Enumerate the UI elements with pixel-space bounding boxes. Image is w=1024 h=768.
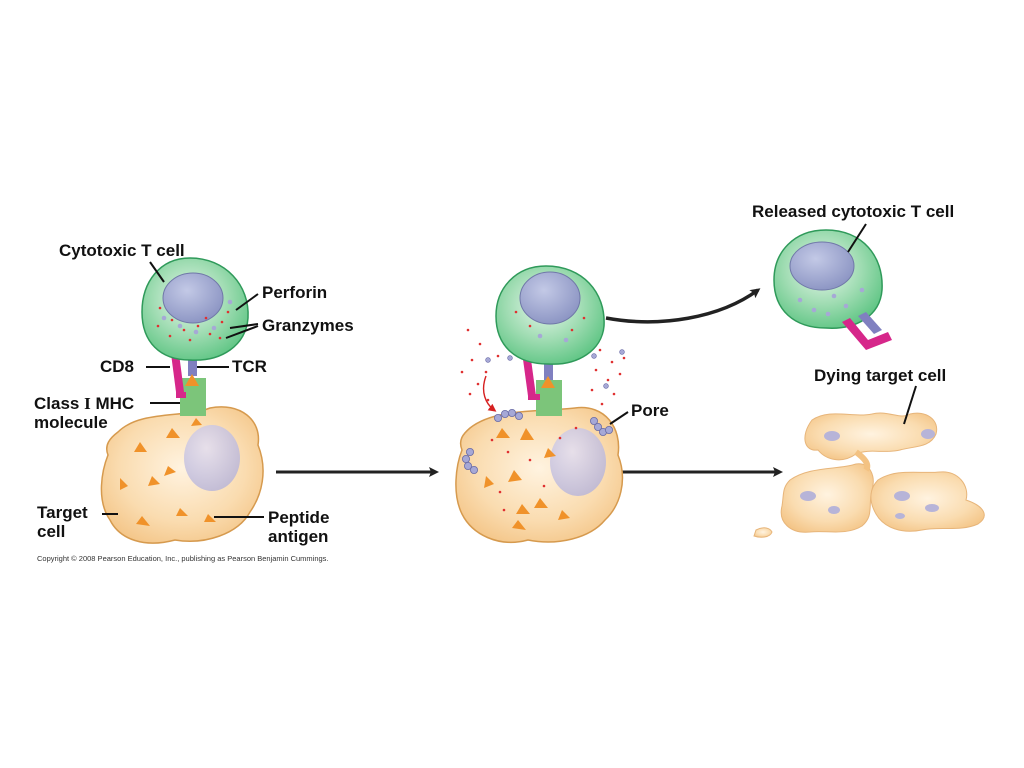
tcr-2 xyxy=(544,350,553,380)
peptide-antigens-1 xyxy=(120,418,216,526)
target-nucleus-2 xyxy=(550,428,606,496)
label-class-suffix: MHC xyxy=(95,394,135,413)
pointer-lines-1 xyxy=(102,261,264,518)
label-released-cytotoxic-t-cell: Released cytotoxic T cell xyxy=(752,202,955,221)
label-cd8: CD8 xyxy=(100,357,135,376)
released-cd8 xyxy=(842,318,892,350)
pore-right xyxy=(590,416,614,436)
label-cytotoxic-t-cell: Cytotoxic T cell xyxy=(59,241,185,260)
tcr-1 xyxy=(188,346,197,376)
antigen-on-mhc-1 xyxy=(185,374,199,386)
pore-left xyxy=(461,447,478,474)
label-tcr: TCR xyxy=(232,357,267,376)
target-cell-1 xyxy=(100,406,264,544)
t-nucleus-2 xyxy=(519,271,581,325)
pore-top-left xyxy=(493,408,524,422)
released-tcr xyxy=(858,312,882,334)
panel-2-pore-formation xyxy=(455,265,626,544)
dying-cell-nuclei xyxy=(800,429,939,519)
granzyme-entry-arrow xyxy=(482,375,497,412)
granzymes-1 xyxy=(156,306,230,342)
label-cell: cell xyxy=(37,522,66,541)
arrow-release xyxy=(605,288,761,324)
t-nucleus-1 xyxy=(162,272,224,324)
label-perforin: Perforin xyxy=(262,283,328,302)
label-granzymes: Granzymes xyxy=(262,316,354,335)
granzymes-in-target-2 xyxy=(490,426,578,512)
dying-cell-fragment-left xyxy=(780,463,874,533)
dying-cell-fragment-small xyxy=(753,527,773,538)
panel-1-binding xyxy=(100,257,264,544)
copyright-notice: Copyright © 2008 Pearson Education, Inc.… xyxy=(37,554,329,563)
cd8-2 xyxy=(522,352,536,396)
dying-cell-fragment-right xyxy=(870,471,985,532)
label-antigen: antigen xyxy=(268,527,329,546)
released-granules-2 xyxy=(460,328,626,406)
label-class-prefix: Class xyxy=(34,394,80,413)
panel-3-release xyxy=(753,229,985,538)
pore-pointer xyxy=(609,411,629,425)
peptide-antigens-2 xyxy=(484,428,570,530)
perforin-granules-1 xyxy=(161,299,233,335)
label-class-i-mhc: Class I MHC xyxy=(34,394,134,413)
pointer-lines-3 xyxy=(847,223,917,425)
label-molecule: molecule xyxy=(34,413,108,432)
target-nucleus-1 xyxy=(184,425,240,491)
label-class-numeral: I xyxy=(84,394,91,413)
label-peptide: Peptide xyxy=(268,508,330,527)
label-dying-target-cell: Dying target cell xyxy=(814,366,947,385)
released-t-nucleus xyxy=(789,241,855,291)
label-pore: Pore xyxy=(631,401,669,420)
label-target: Target xyxy=(37,503,88,522)
dying-cell-fragment-top xyxy=(804,412,938,461)
